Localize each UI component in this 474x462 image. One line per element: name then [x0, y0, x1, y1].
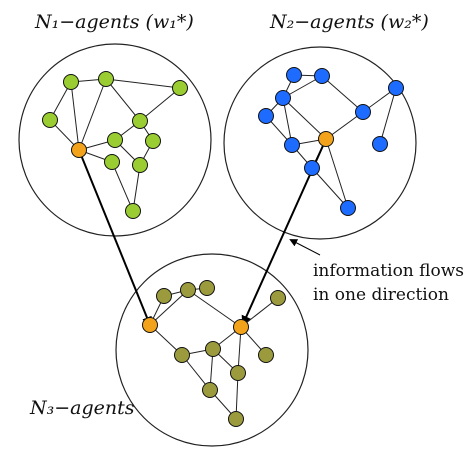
n3-agent-node	[270, 290, 286, 306]
n1-agent-node	[125, 203, 141, 219]
n2-edge	[379, 87, 397, 145]
n3-agent-node	[174, 347, 190, 363]
n1-agent-node	[63, 74, 79, 90]
flow-annotation-line2: in one direction	[313, 285, 449, 305]
n3-nodes	[142, 280, 286, 427]
n1-agent-node	[145, 133, 161, 149]
n1-edge	[105, 78, 181, 89]
n3-edge	[149, 289, 189, 326]
n2-edge	[321, 75, 364, 113]
n1-agent-node	[172, 80, 188, 96]
n1-edge	[78, 78, 107, 151]
n2-edge	[311, 167, 349, 209]
n3-agent-node	[202, 382, 218, 398]
n1-agent-node	[104, 154, 120, 170]
n3-agent-node	[205, 341, 221, 357]
n2-edge	[325, 138, 349, 209]
n3-agent-node	[199, 280, 215, 296]
n2-agent-node	[355, 104, 371, 120]
flow-annotation-line1: information flows	[313, 261, 464, 281]
n2-agent-node	[340, 200, 356, 216]
n2-agent-node	[286, 67, 302, 83]
n2-cluster-label: N₂−agents (w₂*)	[269, 11, 429, 33]
annotation-pointer-arrow	[289, 239, 321, 256]
n2-agent-node	[388, 80, 404, 96]
n3-bridge-agent-node	[233, 319, 249, 335]
n2-bridge-agent-node	[318, 131, 334, 147]
n1-agent-node	[132, 157, 148, 173]
n2-agent-node	[284, 137, 300, 153]
n2-nodes	[258, 67, 404, 216]
n1-edge	[139, 87, 181, 122]
n3-agent-node	[156, 288, 172, 304]
n3-cluster-label: N₃−agents	[29, 397, 135, 419]
n2-agent-node	[304, 160, 320, 176]
n2-agent-node	[258, 108, 274, 124]
n1-bridge-agent-node	[71, 142, 87, 158]
n2-agent-node	[314, 68, 330, 84]
n1-cluster-label: N₁−agents (w₁*)	[34, 11, 194, 33]
n2-agent-node	[275, 90, 291, 106]
n3-agent-node	[180, 282, 196, 298]
n1-agent-node	[132, 113, 148, 129]
n1-agent-node	[98, 71, 114, 87]
n1-edge	[105, 78, 141, 122]
n1-nodes	[42, 71, 188, 219]
n3-bridge-agent-node	[142, 317, 158, 333]
n1-agent-node	[42, 112, 58, 128]
n3-agent-node	[228, 411, 244, 427]
n1-agent-node	[107, 132, 123, 148]
n2-edge	[282, 97, 327, 140]
n1-edge	[111, 161, 134, 212]
flow-arrow-n1-to-n3	[78, 149, 152, 327]
n2-agent-node	[372, 136, 388, 152]
n3-agent-node	[230, 365, 246, 381]
n3-edge	[187, 289, 242, 328]
n3-agent-node	[258, 347, 274, 363]
n1-edge	[70, 81, 80, 151]
